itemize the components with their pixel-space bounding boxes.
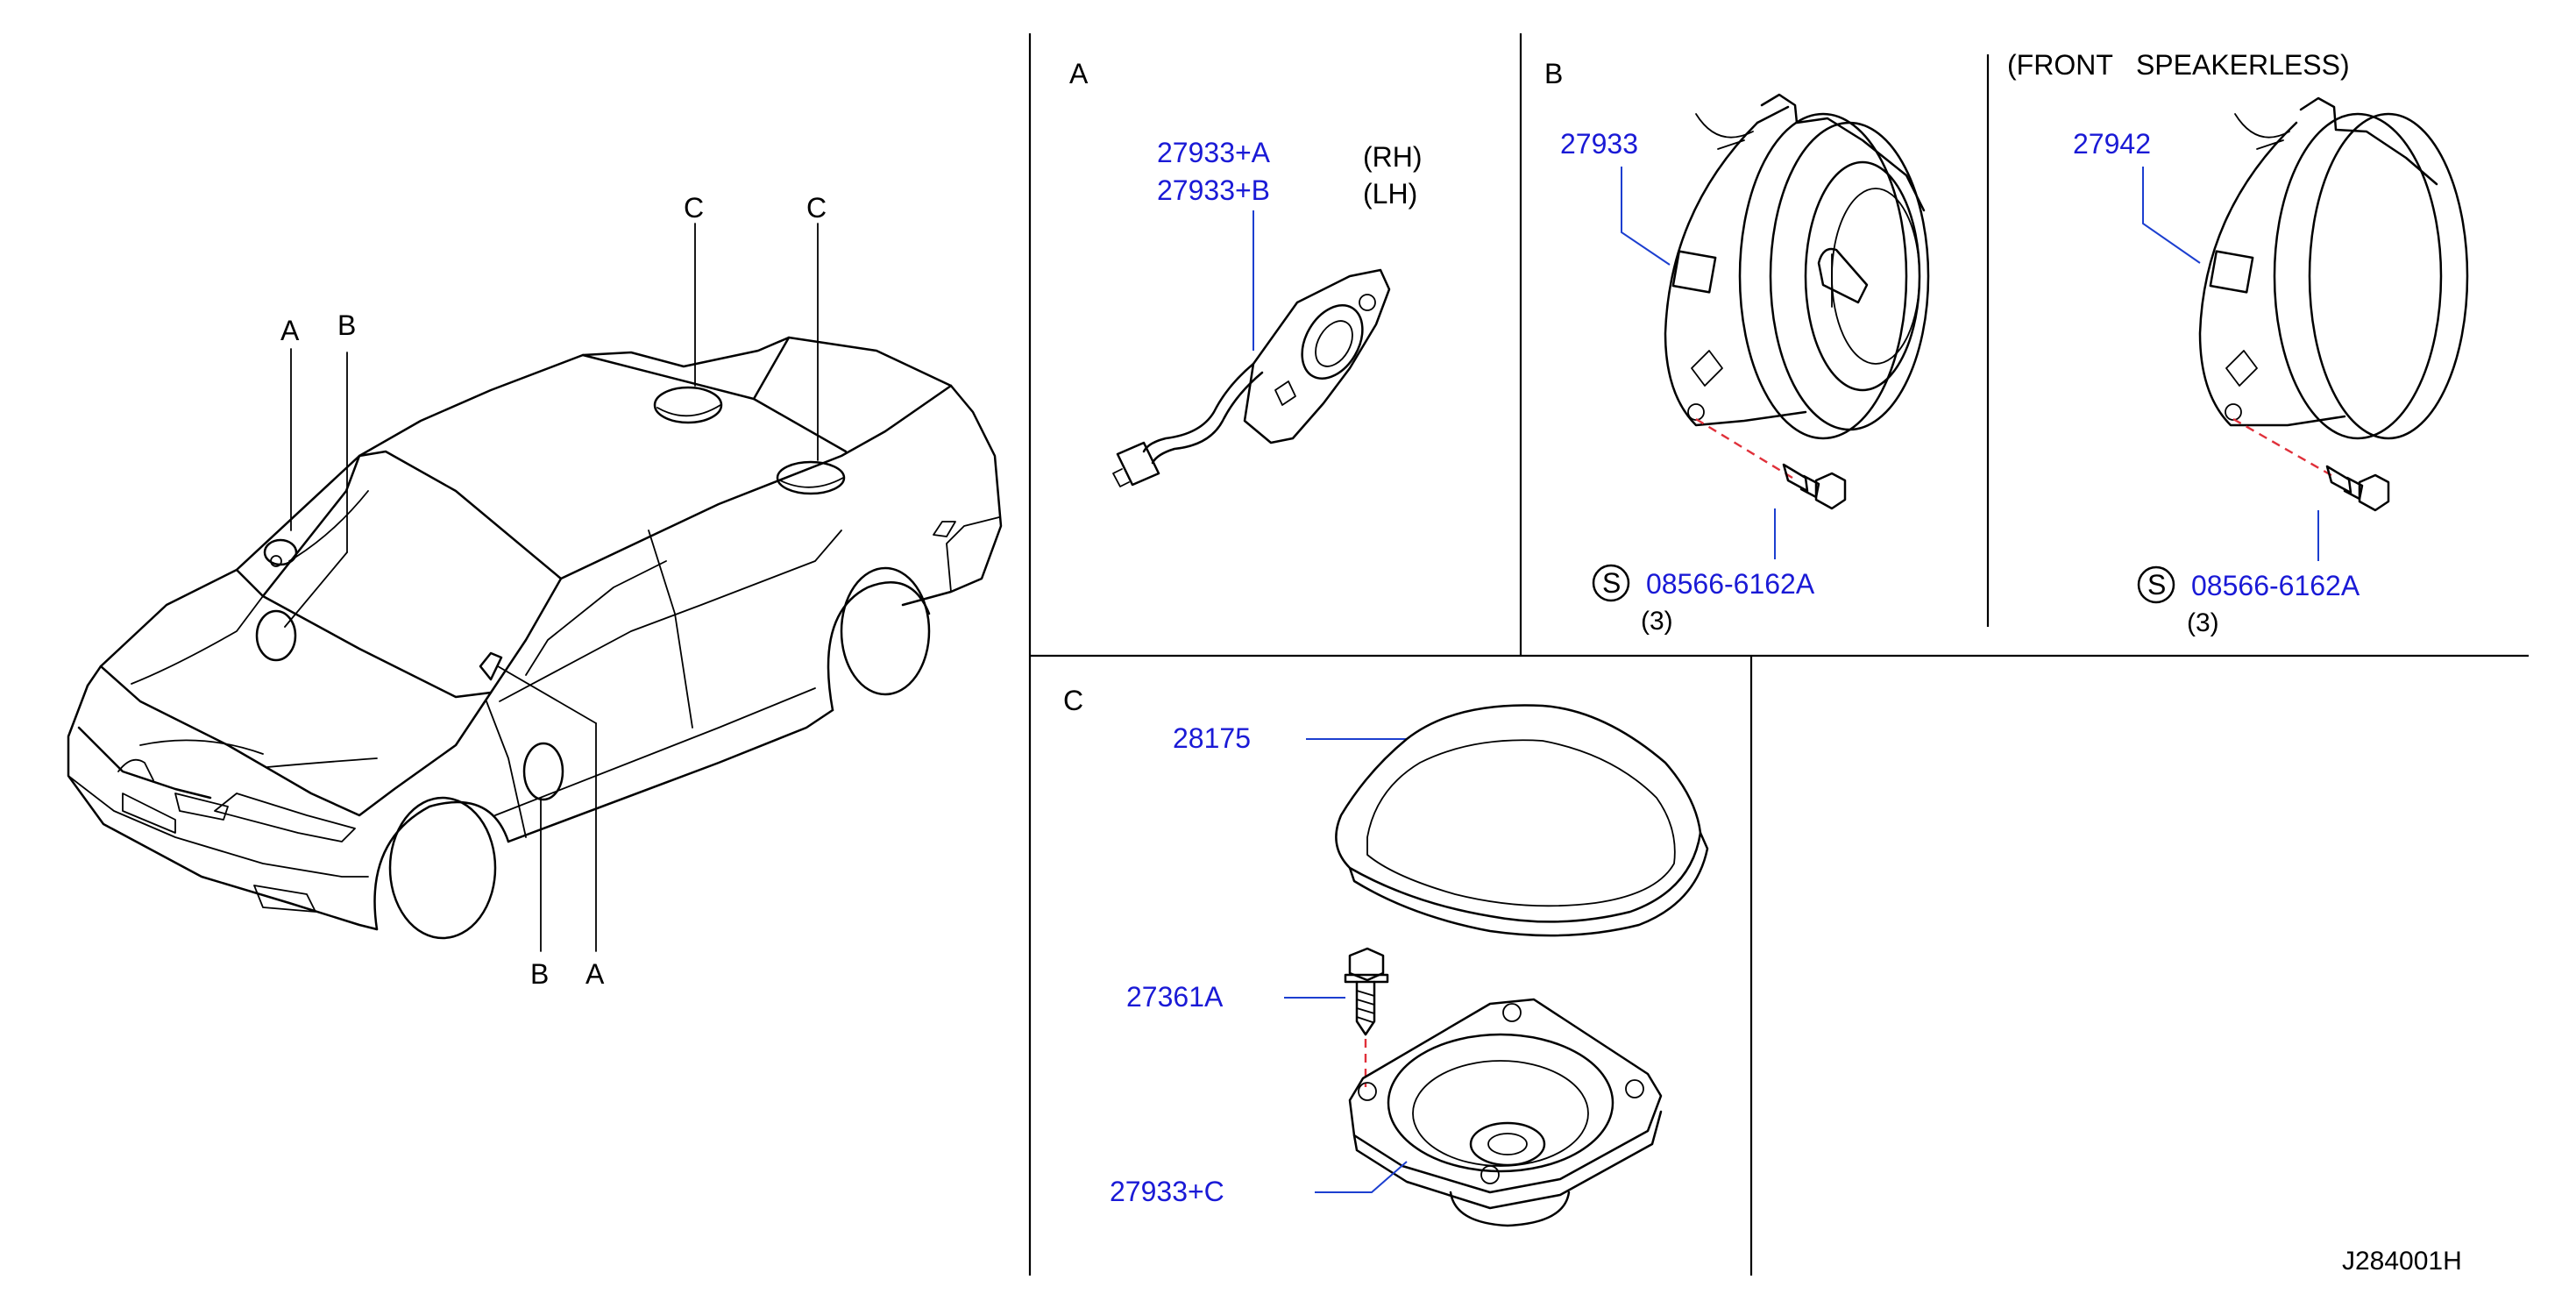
screw-quantity-speakerless: (3): [2187, 608, 2219, 637]
car-callout-b-bottom: B: [530, 958, 549, 990]
panel-a-title: A: [1069, 58, 1089, 89]
car-callout-a-top: A: [280, 315, 300, 346]
tapping-screw-illustration: [1344, 947, 1389, 1036]
panel-b-title: B: [1544, 58, 1563, 89]
panel-separators: [1028, 33, 2529, 1276]
diagram-code: J284001H: [2342, 1247, 2462, 1276]
part-number-08566-6162a-b: 08566-6162A: [1646, 568, 1815, 600]
panel-c-title: C: [1063, 685, 1083, 716]
rear-speaker-illustration: [1348, 998, 1663, 1227]
side-rh-label: (RH): [1363, 141, 1423, 173]
car-callout-c-left: C: [684, 192, 704, 224]
part-number-27361a: 27361A: [1126, 981, 1224, 1013]
screw-symbol-speakerless: S: [2147, 569, 2166, 601]
car-overview-illustration: [67, 223, 1003, 952]
side-lh-label: (LH): [1363, 178, 1417, 210]
speaker-grille-illustration: [1335, 704, 1709, 937]
screw-symbol-b: S: [1602, 567, 1621, 599]
car-callout-a-bottom: A: [585, 958, 605, 990]
screw-quantity-b: (3): [1641, 607, 1673, 636]
part-number-27933-c: 27933+C: [1110, 1176, 1224, 1207]
speakerless-cover-illustration: [2198, 96, 2469, 440]
part-number-27933-a: 27933+A: [1157, 137, 1271, 168]
car-callout-c-right: C: [806, 192, 827, 224]
part-number-27933: 27933: [1560, 128, 1638, 160]
screw-illustration-speakerless: [2325, 465, 2390, 512]
tweeter-assembly-illustration: [1112, 268, 1391, 487]
screw-illustration-panel-b: [1782, 463, 1847, 510]
speakerless-title: (FRONT SPEAKERLESS): [2007, 49, 2350, 81]
part-number-27933-b: 27933+B: [1157, 174, 1270, 206]
car-callout-b-top: B: [337, 309, 356, 341]
part-number-27942: 27942: [2073, 128, 2151, 160]
door-speaker-illustration: [1664, 93, 1930, 440]
screw-symbol-circle-speakerless: [2137, 565, 2175, 604]
part-number-28175: 28175: [1173, 722, 1251, 754]
part-number-08566-6162a-speakerless: 08566-6162A: [2191, 570, 2360, 601]
screw-symbol-circle-b: [1592, 564, 1630, 602]
